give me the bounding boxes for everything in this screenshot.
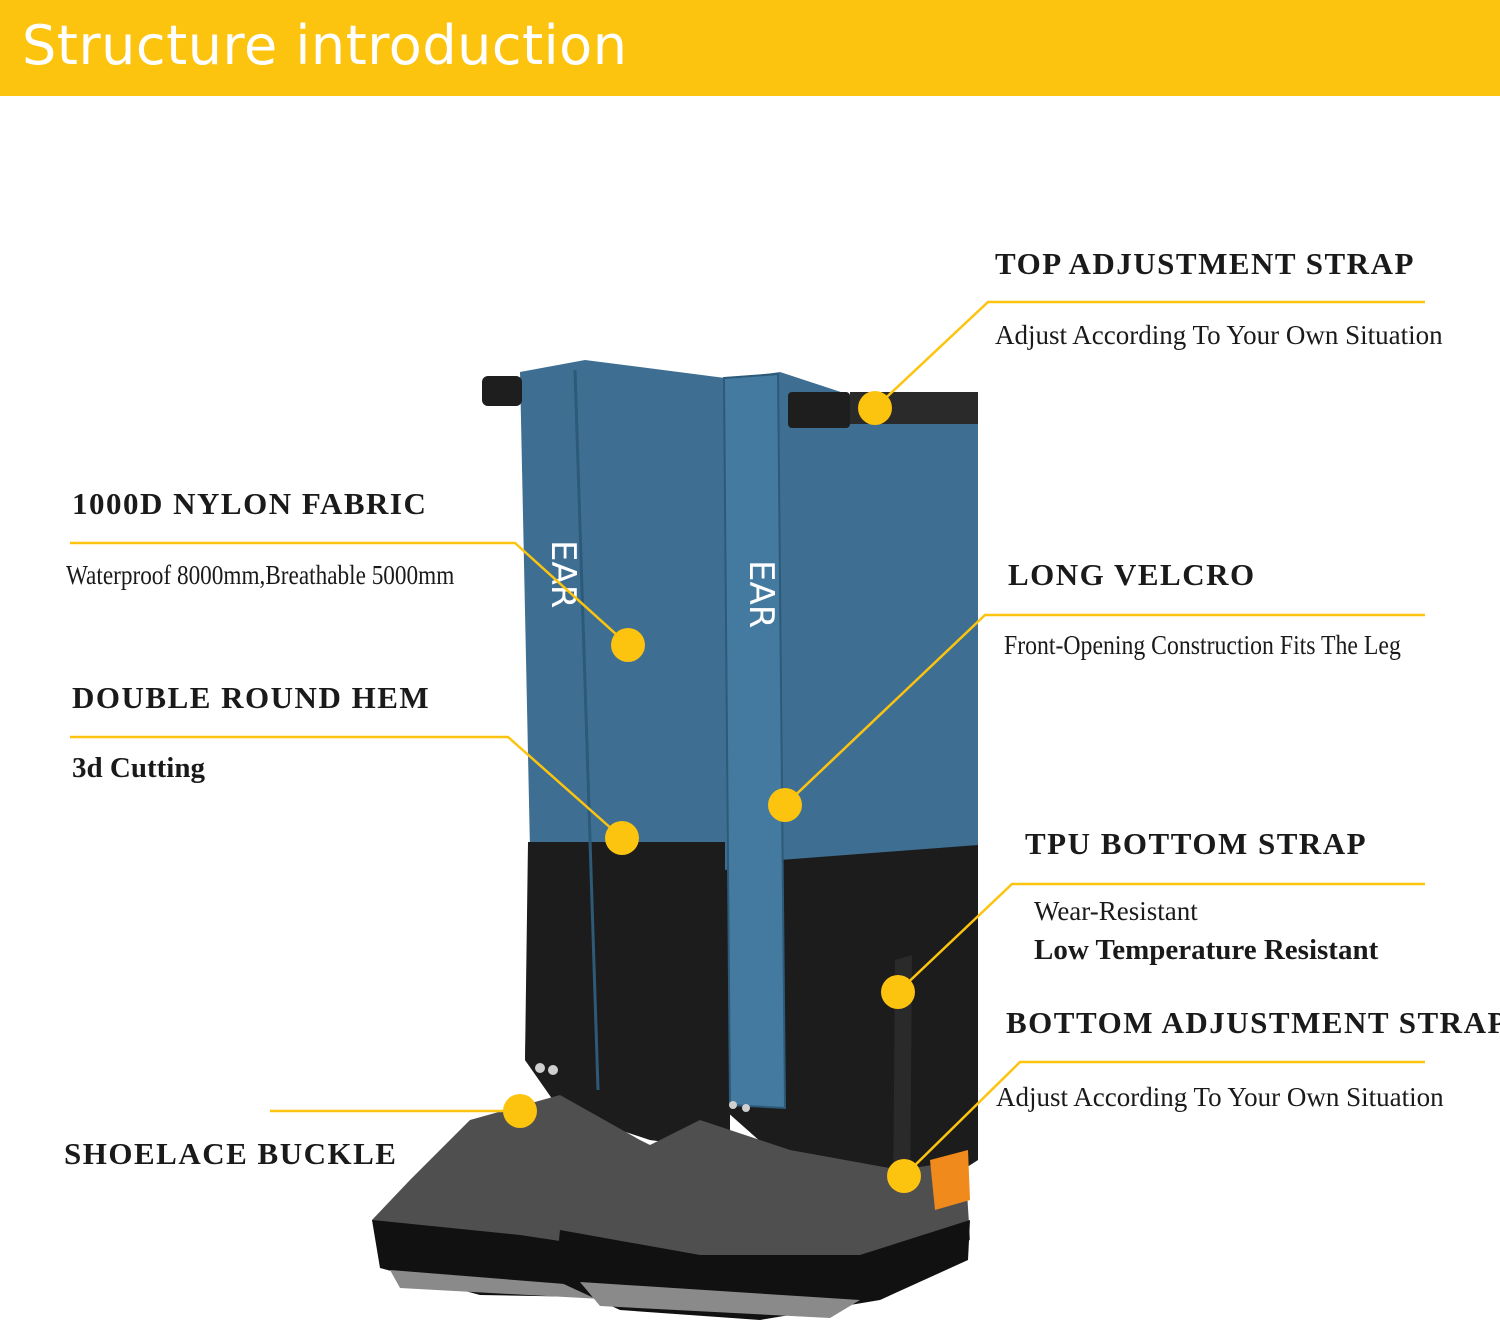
nylon-desc: Waterproof 8000mm,Breathable 5000mm — [66, 560, 455, 590]
front-shoe — [555, 1120, 970, 1320]
velcro-desc: Front-Opening Construction Fits The Leg — [1004, 630, 1401, 660]
banner-title: Structure introduction — [22, 14, 628, 77]
bottom-strap-marker — [887, 1159, 921, 1193]
back-gaiter: EAR — [482, 360, 730, 1150]
nylon-leader — [70, 541, 629, 646]
velcro-title: LONG VELCRO — [1008, 557, 1256, 592]
logo-text-right: EAR — [741, 560, 781, 628]
nylon-title: 1000D NYLON FABRIC — [72, 486, 428, 521]
bottom-strap-desc: Adjust According To Your Own Situation — [996, 1082, 1444, 1112]
tpu-desc-1: Wear-Resistant — [1034, 896, 1198, 926]
bottom-strap-title: BOTTOM ADJUSTMENT STRAP — [1006, 1005, 1500, 1040]
header-banner: Structure introduction — [0, 0, 1500, 96]
velcro-marker — [768, 788, 802, 822]
shoelace-marker — [503, 1094, 537, 1128]
bottom-strap-leader — [903, 1060, 1425, 1177]
nylon-marker — [611, 628, 645, 662]
front-gaiter: EAR — [722, 372, 978, 1212]
tpu-leader — [897, 882, 1425, 993]
top-strap-title: TOP ADJUSTMENT STRAP — [995, 246, 1415, 281]
velcro-leader — [784, 613, 1425, 806]
top-strap-leader — [874, 300, 1425, 409]
hem-marker — [605, 821, 639, 855]
hem-leader — [70, 735, 623, 839]
tpu-marker — [881, 975, 915, 1009]
tpu-title: TPU BOTTOM STRAP — [1025, 826, 1368, 861]
hem-desc: 3d Cutting — [72, 752, 205, 784]
top-strap-desc: Adjust According To Your Own Situation — [995, 320, 1443, 350]
top-strap-marker — [858, 391, 892, 425]
callout-markers — [503, 391, 921, 1193]
tpu-desc-2: Low Temperature Resistant — [1034, 934, 1379, 966]
shoelace-title: SHOELACE BUCKLE — [64, 1136, 398, 1171]
hem-title: DOUBLE ROUND HEM — [72, 680, 431, 715]
callout-lines — [70, 300, 1425, 1177]
